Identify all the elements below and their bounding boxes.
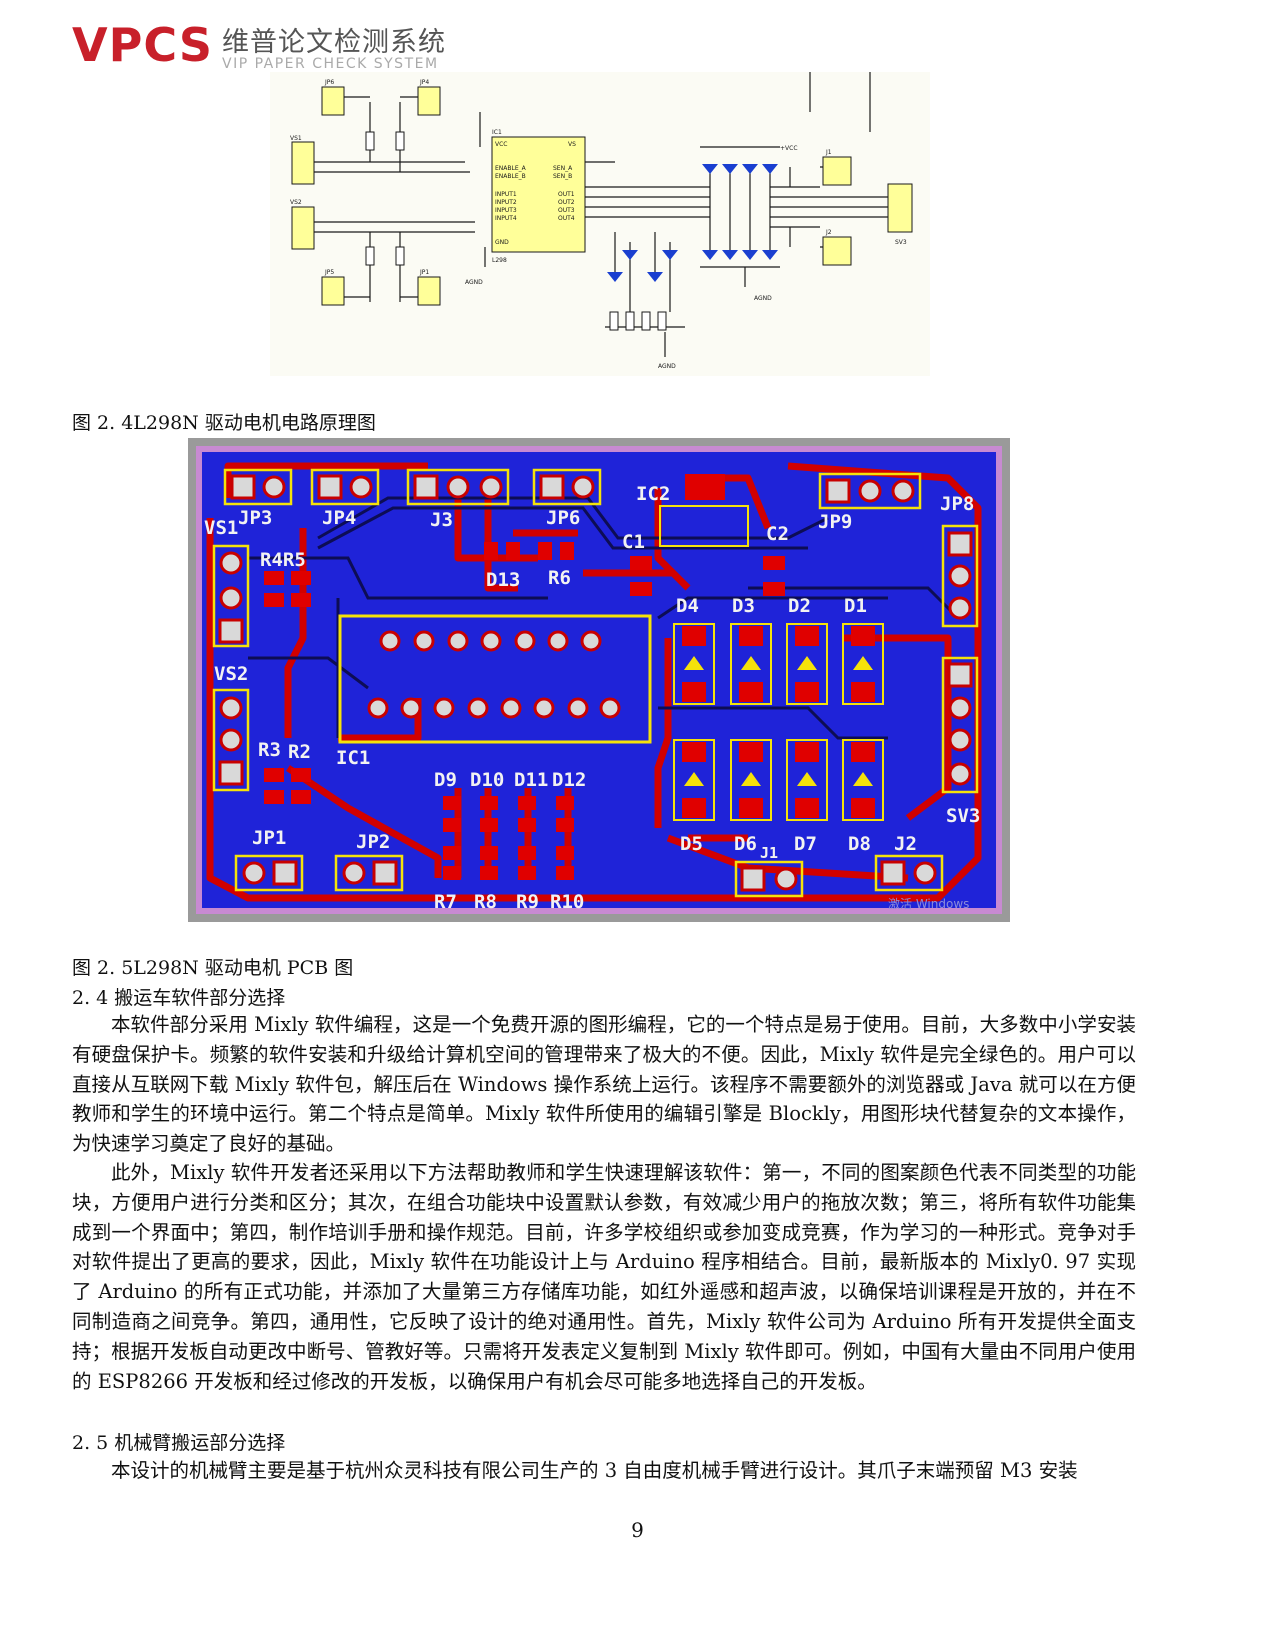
pcb-label-c2: C2 [766,523,789,545]
schematic-label-sv3: SV3 [895,239,907,246]
pcb-label-d8: D8 [848,833,871,855]
pcb-label-jp4: JP4 [322,507,356,529]
pcb-label-r2: R2 [288,741,311,763]
schematic-label-agnd-2: AGND [754,295,772,302]
schematic-label-gnd: GND [495,239,509,246]
schematic-label-plus-vcc: +VCC [780,145,798,152]
schematic-label-vs1: VS1 [290,135,302,142]
pcb-label-d6: D6 [734,833,757,855]
schematic-label-vs2: VS2 [290,199,302,206]
logo-title-cn: 维普论文检测系统 [222,27,446,58]
paragraph-3: 本设计的机械臂主要是基于杭州众灵科技有限公司生产的 3 自由度机械手臂进行设计。… [111,1459,1078,1482]
pcb-label-jp3: JP3 [238,507,272,529]
windows-watermark: 激活 Windows [888,897,969,911]
pcb-label-jp2: JP2 [356,831,390,853]
pcb-label-d9: D9 [434,769,457,791]
schematic-label-jp1: JP1 [419,269,429,276]
schematic-label-jp6: JP6 [324,79,334,86]
schematic-label-out3: OUT3 [558,207,575,214]
schematic-label-sen-b: SEN_B [553,173,572,180]
pcb-label-d10: D10 [470,769,504,791]
pcb-label-d13: D13 [486,569,520,591]
pcb-label-r7: R7 [434,891,457,913]
pcb-label-sv3: SV3 [946,805,980,827]
pcb-label-d11: D11 [514,769,548,791]
schematic-label-enable-b: ENABLE_B [495,173,526,180]
schematic-label-j1: J1 [825,149,832,156]
pcb-label-r8: R8 [474,891,497,913]
figure-caption-pcb: 图 2. 5L298N 驱动电机 PCB 图 [72,957,354,979]
schematic-label-agnd-1: AGND [465,279,483,286]
pcb-label-jp1: JP1 [252,827,286,849]
pcb-label-jp6: JP6 [546,507,580,529]
figure-caption-schematic: 图 2. 4L298N 驱动电机电路原理图 [72,412,376,434]
pcb-label-ic1: IC1 [336,747,370,769]
pcb-label-r9: R9 [516,891,539,913]
schematic-label-input2: INPUT2 [495,199,517,206]
schematic-label-out2: OUT2 [558,199,575,206]
schematic-label-j2: J2 [825,229,832,236]
schematic-label-sen-a: SEN_A [553,165,573,172]
paragraph-2: 此外，Mixly 软件开发者还采用以下方法帮助教师和学生快速理解该软件：第一，不… [72,1161,1136,1393]
pcb-label-d7: D7 [794,833,817,855]
schematic-label-jp4: JP4 [419,79,429,86]
paragraph-1: 本软件部分采用 Mixly 软件编程，这是一个免费开源的图形编程，它的一个特点是… [72,1013,1136,1156]
schematic-label-input4: INPUT4 [495,215,517,222]
pcb-label-d1: D1 [844,595,867,617]
pcb-label-d3: D3 [732,595,755,617]
schematic-figure: VCC ENABLE_A ENABLE_B INPUT1 INPUT2 INPU… [270,72,930,376]
schematic-label-jp5: JP5 [324,269,334,276]
schematic-label-ic1: IC1 [492,129,502,136]
schematic-label-out4: OUT4 [558,215,575,222]
pcb-label-vs2: VS2 [214,663,248,685]
pcb-label-d5: D5 [680,833,703,855]
section-heading-2-5: 2. 5 机械臂搬运部分选择 [72,1432,286,1454]
schematic-label-input3: INPUT3 [495,207,517,214]
pcb-label-d2: D2 [788,595,811,617]
pcb-label-jp8: JP8 [940,493,974,515]
schematic-label-enable-a: ENABLE_A [495,165,527,172]
pcb-label-c1: C1 [622,531,645,553]
schematic-label-input1: INPUT1 [495,191,517,198]
schematic-label-l298: L298 [492,257,507,264]
pcb-label-j1: J1 [760,844,778,862]
pcb-label-jp9: JP9 [818,511,852,533]
pcb-label-r4r5: R4R5 [260,549,306,571]
page-number: 9 [631,1518,644,1542]
pcb-label-j3: J3 [430,509,453,531]
logo-title-en: VIP PAPER CHECK SYSTEM [222,56,439,72]
pcb-figure: IC2 JP3 JP4 J3 JP6 JP9 JP8 VS1 R4R5 D13 … [188,438,1010,922]
section-heading-2-4: 2. 4 搬运车软件部分选择 [72,987,286,1009]
pcb-label-vs1: VS1 [204,517,238,539]
pcb-label-d12: D12 [552,769,586,791]
schematic-label-agnd-3: AGND [658,363,676,370]
logo-mark: VPCS [72,20,213,70]
pcb-label-r3: R3 [258,739,281,761]
schematic-label-out1: OUT1 [558,191,575,198]
schematic-label-vcc: VCC [495,141,507,148]
pcb-label-ic2: IC2 [636,483,670,505]
schematic-label-vs: VS [568,141,576,148]
pcb-label-d4: D4 [676,595,699,617]
pcb-label-r6: R6 [548,567,571,589]
pcb-label-j2: J2 [894,833,917,855]
pcb-label-r10: R10 [550,891,584,913]
logo-text: VPCS [72,18,214,72]
